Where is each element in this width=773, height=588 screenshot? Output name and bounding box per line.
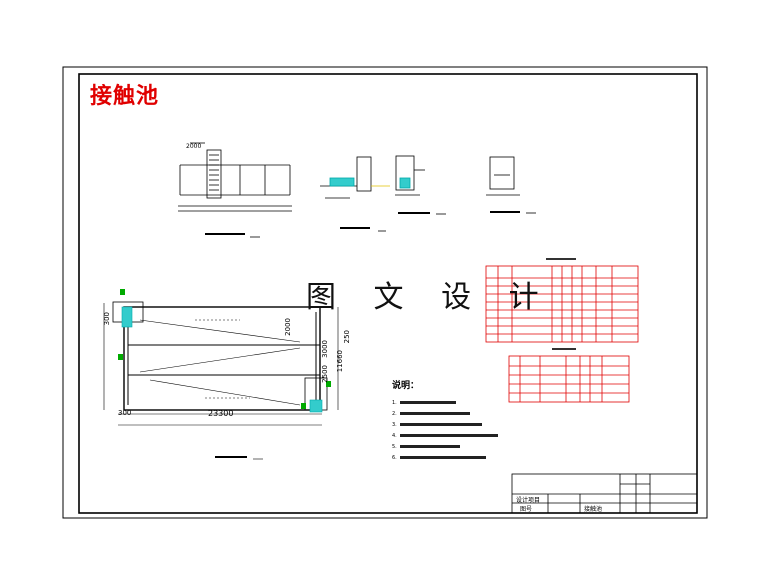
section-mark-3 (301, 403, 306, 409)
section-mark-1 (120, 289, 125, 295)
title-block-project: 设计项目 (516, 497, 541, 504)
note-line: 6. (392, 452, 504, 463)
plan-dimensions (103, 303, 339, 460)
note-line: 4. (392, 430, 504, 441)
title-block-drawing-name: 接触池 (584, 506, 603, 513)
section-4-4 (486, 156, 536, 214)
svg-text:2000: 2000 (186, 143, 201, 150)
dim-11660: 11660 (336, 350, 344, 373)
section-3-3 (395, 155, 446, 215)
dim-3000: 3000 (321, 340, 329, 358)
watermark-text: 图 文 设 计 (306, 280, 553, 315)
equipment-table (485, 265, 639, 343)
outer-frame (62, 66, 708, 519)
section-2-2 (178, 142, 292, 238)
design-notes: 说明： 1. 2. 3. 4. 5. 6. (392, 378, 504, 463)
inlet-pipe (121, 306, 133, 328)
dim-2000: 2000 (284, 318, 292, 336)
note-line: 1. (392, 397, 504, 408)
note-line: 5. (392, 441, 504, 452)
dim-2500: 2500 (321, 365, 329, 383)
title-block (511, 473, 698, 514)
dim-left-offset: 300 (118, 409, 132, 417)
drawing-title: 接触池 (90, 83, 160, 109)
note-line: 2. (392, 408, 504, 419)
dim-300: 300 (103, 312, 111, 326)
title-block-drawing-no: 图号 (520, 506, 533, 513)
dim-250: 250 (343, 330, 351, 344)
outlet-pipe (309, 399, 323, 413)
section-1-1 (320, 156, 390, 232)
section-mark-4 (326, 381, 331, 387)
materials-table (508, 355, 630, 403)
inner-frame (78, 73, 698, 514)
notes-heading: 说明： (392, 381, 420, 391)
plan-view (112, 301, 328, 411)
dim-total-length: 23300 (208, 409, 234, 418)
note-line: 3. (392, 419, 504, 430)
section-mark-2 (118, 354, 123, 360)
